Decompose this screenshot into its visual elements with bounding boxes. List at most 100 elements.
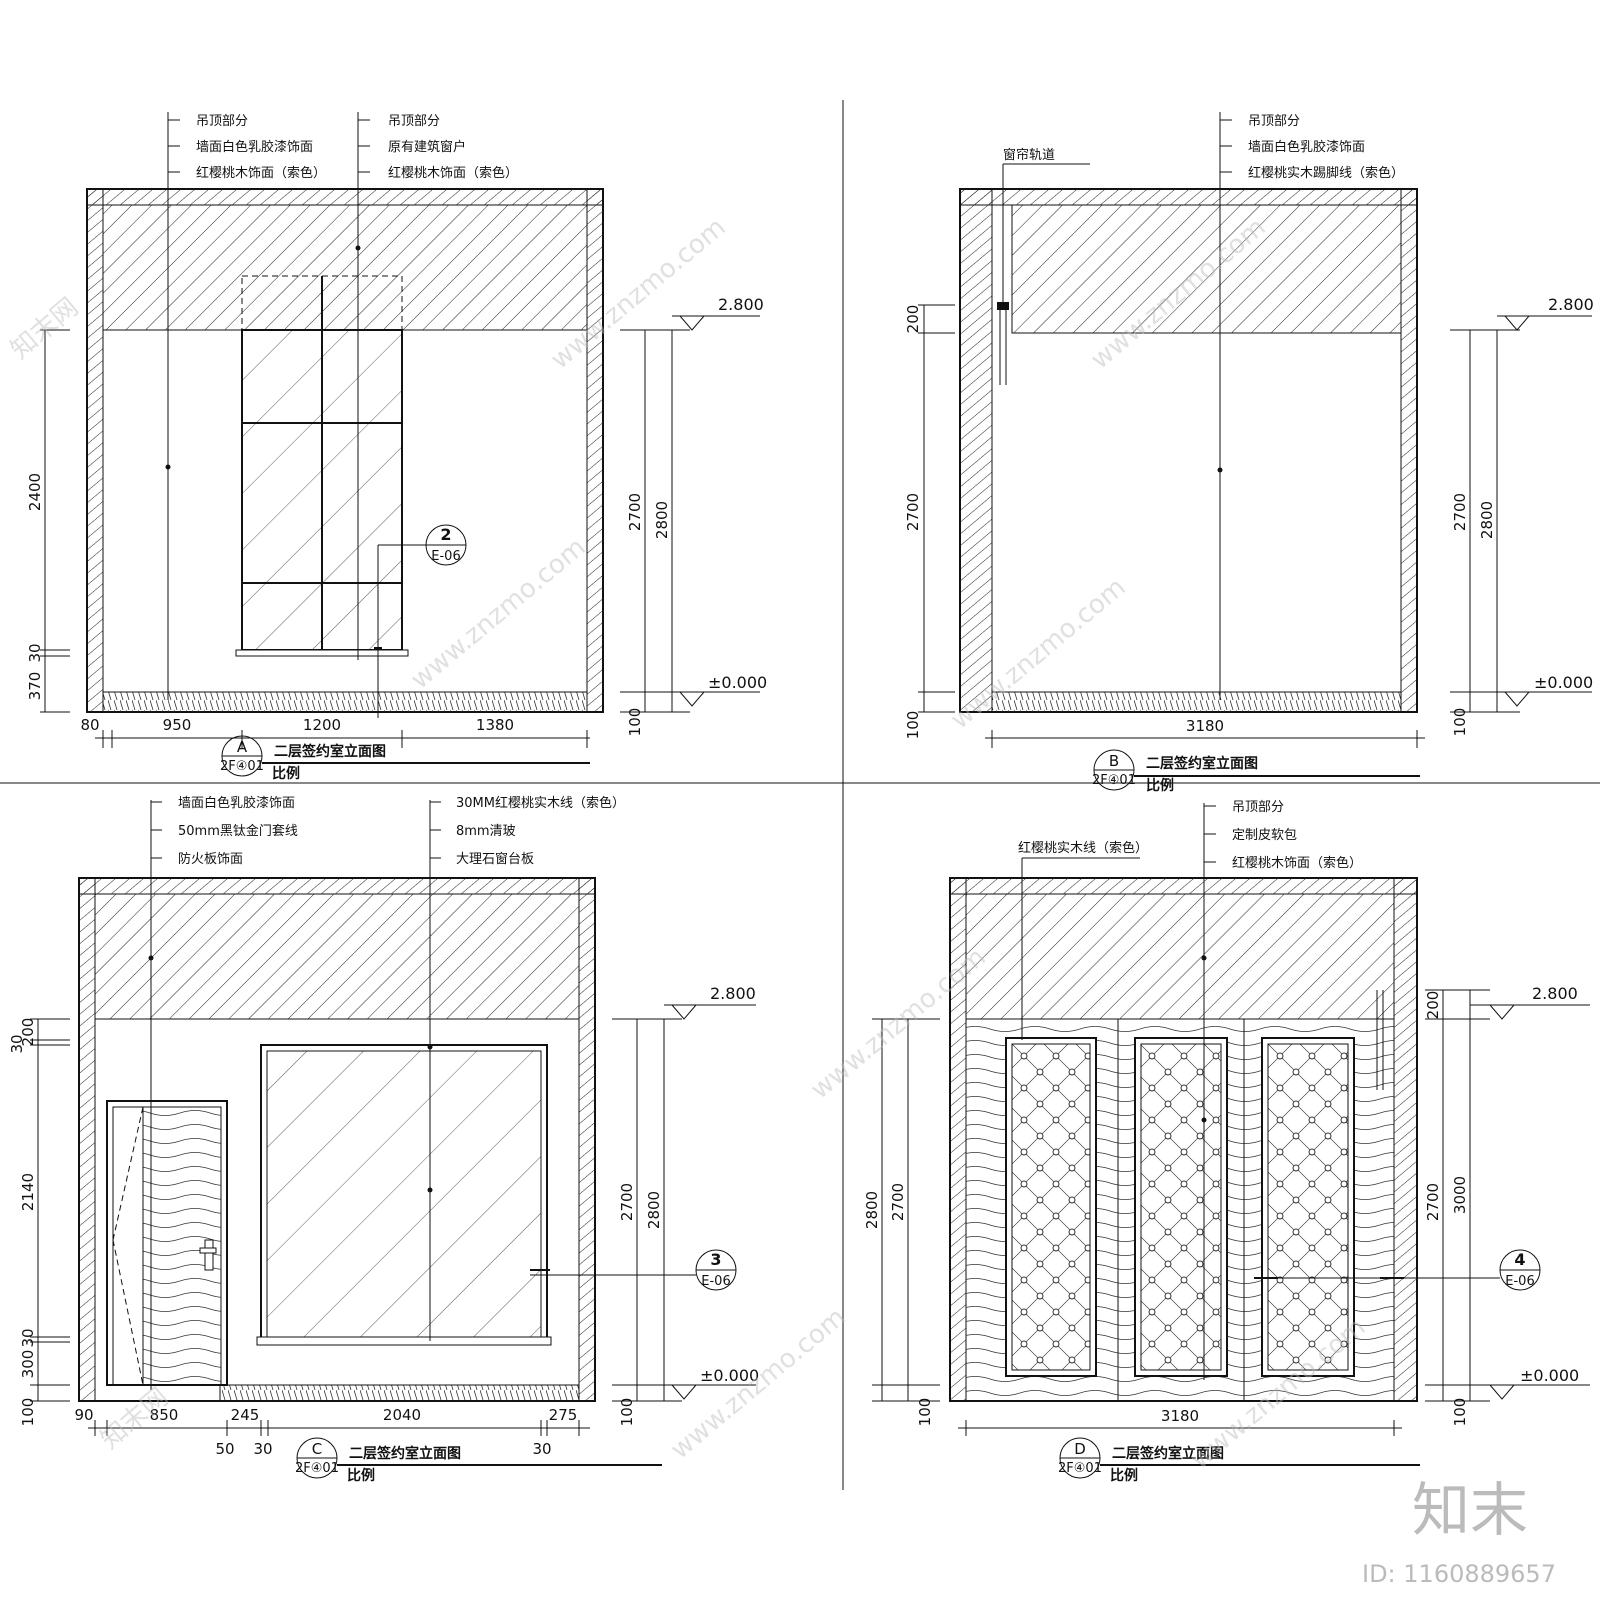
callouts-left: 墙面白色乳胶漆饰面 50mm黑钛金门套线 防火板饰面 (151, 795, 298, 867)
scale-label: 比例 (347, 1467, 375, 1484)
dimensions-left: 2800 2700 100 (863, 1018, 940, 1427)
floor-skirting (219, 1384, 580, 1402)
level-base: ±0.000 (1534, 673, 1593, 692)
section-mark: 2 E-06 (374, 524, 467, 718)
dim-text: 200 (1424, 991, 1442, 1020)
callout-text: 窗帘轨道 (1003, 147, 1055, 163)
watermark-site: www.znzmo.com (665, 1302, 851, 1465)
section-number: 3 (710, 1250, 721, 1269)
elevation-id: C (312, 1440, 322, 1458)
image-id-label: ID: 1160889657 (1362, 1560, 1556, 1588)
dim-text: 2040 (383, 1406, 421, 1424)
window-glass (256, 1044, 552, 1346)
callout-text: 30MM红樱桃实木线（索色） (456, 795, 625, 811)
dimensions-bottom: 3180 (985, 717, 1425, 748)
dim-text: 2800 (653, 501, 671, 539)
dim-text: 100 (916, 1398, 934, 1427)
ceiling-section (965, 893, 1395, 1020)
callout-text: 红樱桃实木线（索色） (1018, 840, 1148, 856)
dimensions-left: 200 2700 100 (904, 304, 955, 740)
elevation-id: A (237, 738, 248, 756)
dim-text: 50 (215, 1440, 234, 1458)
callout-text: 8mm清玻 (456, 824, 516, 839)
ceiling-section (102, 204, 588, 331)
elevation-title-text: 二层签约室立面图 (1112, 1445, 1224, 1462)
leather-panel (1261, 1037, 1355, 1377)
elevation-panel-d: 红樱桃实木线（索色） 吊顶部分 定制皮软包 红樱桃木饰面（索色） 4 E-06 … (863, 800, 1590, 1484)
sheet-ref: 2F④01 (295, 1461, 339, 1476)
dim-text: 370 (26, 672, 44, 701)
section-sheet: E-06 (1505, 1274, 1534, 1289)
section-number: 4 (1514, 1250, 1525, 1269)
dim-text: 2700 (904, 493, 922, 531)
sheet-ref: 2F④01 (1058, 1461, 1102, 1476)
dim-text: 300 (19, 1350, 37, 1379)
window (235, 275, 409, 657)
elevation-title-text: 二层签约室立面图 (274, 743, 386, 760)
dim-text: 100 (904, 711, 922, 740)
dim-text: 3000 (1451, 1176, 1469, 1214)
level-marks: 2.800 ±0.000 (1497, 295, 1594, 707)
dim-text: 100 (618, 1398, 636, 1427)
dimensions-left: 2400 30 370 (26, 329, 70, 713)
callouts-right: 吊顶部分 定制皮软包 红樱桃木饰面（索色） (1204, 800, 1362, 871)
dim-text: 200 (19, 1018, 37, 1047)
marble-sill (256, 1336, 552, 1346)
dimensions-bottom: 90 850 245 2040 275 50 30 30 (74, 1406, 590, 1458)
dimensions-bottom: 80 950 1200 1380 (80, 716, 590, 748)
ceiling-section (94, 893, 580, 1020)
scale-label: 比例 (272, 765, 300, 782)
elevation-title: B 2F④01 二层签约室立面图 比例 (1092, 749, 1420, 794)
dim-text: 2800 (1478, 501, 1496, 539)
level-top: 2.800 (1532, 984, 1578, 1003)
dim-text: 100 (1451, 1398, 1469, 1427)
callout-text: 红樱桃实木踢脚线（索色） (1248, 165, 1404, 181)
callout-text: 红樱桃木饰面（索色） (196, 165, 326, 181)
dim-text: 3180 (1186, 717, 1224, 735)
callout-text: 红樱桃木饰面（索色） (388, 165, 518, 181)
floor-skirting (991, 691, 1402, 713)
elevation-title: A 2F④01 二层签约室立面图 比例 (220, 735, 590, 782)
dim-text: 2700 (1424, 1183, 1442, 1221)
callouts-right: 吊顶部分 墙面白色乳胶漆饰面 红樱桃实木踢脚线（索色） (1220, 114, 1404, 181)
section-mark: 3 E-06 (530, 1249, 737, 1291)
scale-label: 比例 (1146, 777, 1174, 794)
callout-text: 防火板饰面 (178, 851, 243, 867)
dim-text: 90 (74, 1406, 93, 1424)
curtain-track (997, 302, 1009, 385)
dim-text: 2700 (1451, 493, 1469, 531)
dim-text: 30 (8, 1034, 26, 1053)
floor-skirting (102, 691, 588, 713)
callout-text: 吊顶部分 (1248, 114, 1300, 129)
level-marks: 2.800 ±0.000 (664, 984, 759, 1400)
dimensions-right: 2700 2800 100 (612, 1018, 682, 1427)
elevation-title: D 2F④01 二层签约室立面图 比例 (1058, 1437, 1420, 1484)
level-base: ±0.000 (708, 673, 767, 692)
dim-text: 2700 (889, 1183, 907, 1221)
dim-text: 100 (19, 1398, 37, 1427)
callout-text: 吊顶部分 (196, 114, 248, 129)
dim-text: 100 (1451, 708, 1469, 737)
sheet-ref: 2F④01 (220, 759, 264, 774)
callout-text: 墙面白色乳胶漆饰面 (196, 139, 313, 155)
callout-text: 红樱桃木饰面（索色） (1232, 855, 1362, 871)
elevation-panel-b: 窗帘轨道 吊顶部分 墙面白色乳胶漆饰面 红樱桃实木踢脚线（索色） 200 270… (904, 112, 1594, 794)
callout-text: 定制皮软包 (1232, 828, 1297, 843)
dim-text: 200 (904, 305, 922, 334)
dimensions-right: 2700 2800 100 (620, 329, 690, 736)
callouts-left: 吊顶部分 墙面白色乳胶漆饰面 红樱桃木饰面（索色） (168, 114, 326, 181)
dim-text: 2700 (618, 1183, 636, 1221)
dimensions-left: 30 200 2140 30 300 100 (8, 1018, 70, 1427)
dimensions-right: 2700 2800 100 (1450, 329, 1520, 737)
dim-text: 950 (163, 716, 192, 734)
dim-text: 275 (549, 1406, 578, 1424)
section-mark: 4 E-06 (1254, 1249, 1541, 1291)
dim-text: 30 (19, 1328, 37, 1347)
elevation-title-text: 二层签约室立面图 (349, 1445, 461, 1462)
level-top: 2.800 (718, 295, 764, 314)
level-marks: 2.800 ±0.000 (672, 295, 767, 707)
level-marks: 2.800 ±0.000 (1470, 984, 1590, 1400)
dim-text: 3180 (1161, 1407, 1199, 1425)
dim-text: 850 (150, 1406, 179, 1424)
